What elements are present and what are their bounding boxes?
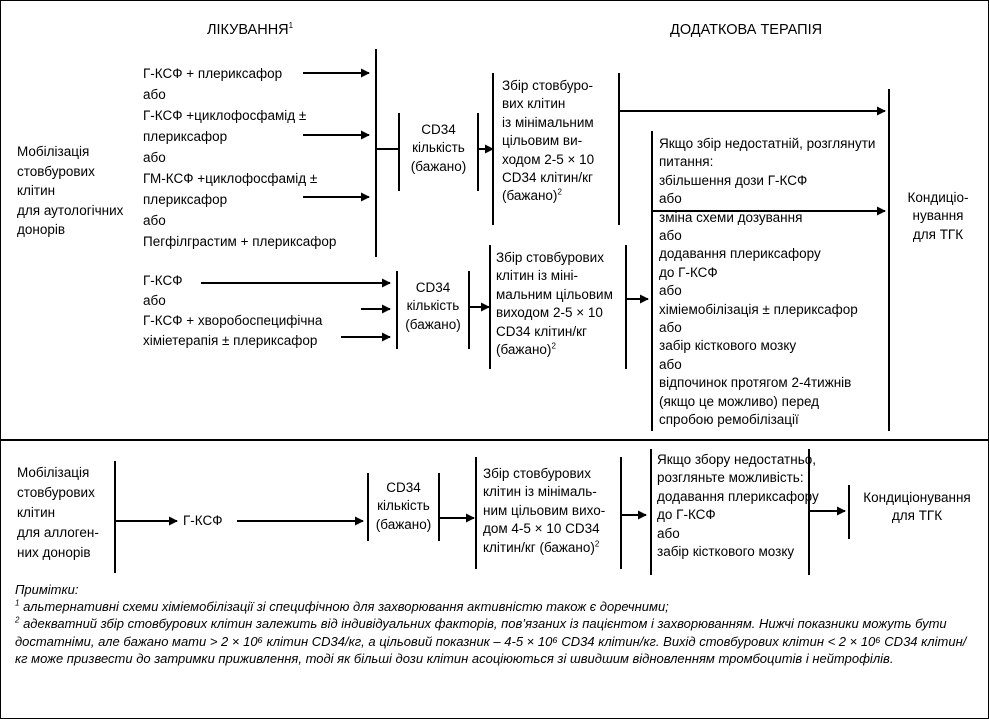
footnotes-title: Примітки: — [15, 582, 79, 597]
header-additional-therapy: ДОДАТКОВА ТЕРАПІЯ — [670, 22, 823, 38]
footnote-2: 2 адекватний збір стовбурових клітин зал… — [15, 616, 967, 666]
footnote-1: 1 альтернативні схеми хіміемобілізації з… — [15, 598, 669, 615]
header-treatment: ЛІКУВАННЯ1 — [207, 21, 294, 38]
footnotes: Примітки: 1 альтернативні схеми хіміемоб… — [15, 581, 967, 667]
allo-insufficient-options: Якщо збору недостатньо,розгляньте можлив… — [657, 452, 819, 560]
allo-regimen: Г-КСФ — [183, 513, 223, 528]
